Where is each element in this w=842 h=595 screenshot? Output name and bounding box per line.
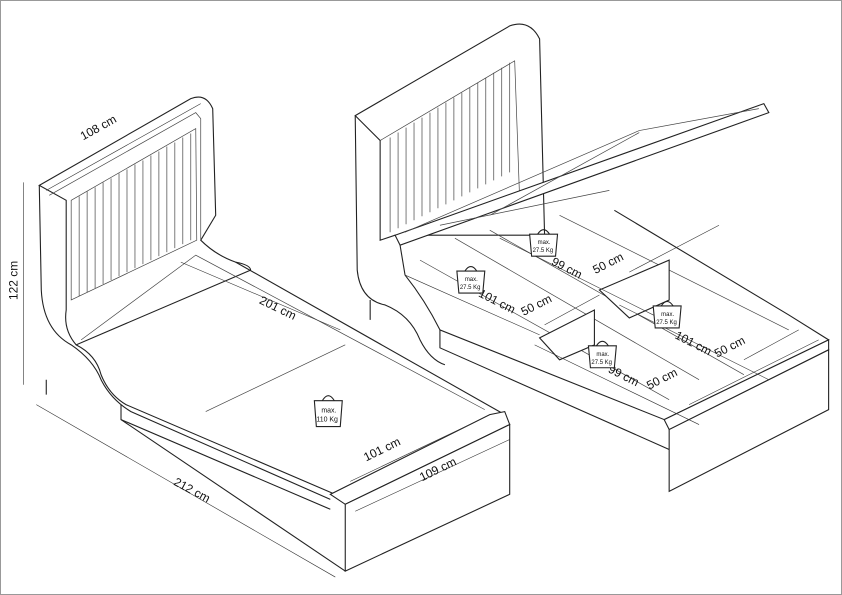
svg-text:max.: max. (661, 312, 674, 318)
svg-text:27.5 Kg: 27.5 Kg (656, 320, 677, 326)
weight-bag-icon: max. 27.5 Kg (587, 340, 617, 369)
svg-text:110 Kg: 110 Kg (316, 417, 338, 424)
svg-text:27.5 Kg: 27.5 Kg (460, 285, 481, 291)
dim-total-length: 212 cm (171, 475, 212, 506)
right-headboard (354, 23, 546, 241)
dim-compartment-1-length: 99 cm (549, 254, 584, 281)
dim-compartment-3-length: 101 cm (673, 328, 714, 358)
svg-text:max.: max. (321, 408, 336, 415)
weight-bag-icon: max. 27.5 Kg (529, 229, 559, 257)
right-headboard-slats (389, 62, 511, 233)
left-headboard-slats (78, 133, 192, 297)
weight-bag-icon: max. 27.5 Kg (652, 300, 682, 329)
dim-compartment-4-width: 50 cm (644, 365, 679, 392)
storage-lid (394, 102, 770, 246)
svg-text:27.5 Kg: 27.5 Kg (533, 248, 554, 254)
dim-compartment-2-width: 50 cm (519, 291, 554, 318)
svg-text:max.: max. (465, 277, 478, 283)
svg-text:max.: max. (596, 352, 609, 358)
dim-compartment-1-width: 50 cm (590, 249, 625, 276)
weight-bag-icon: max. 27.5 Kg (456, 266, 486, 294)
dim-height: 122 cm (6, 261, 20, 300)
right-bed: 99 cm 50 cm 101 cm 50 cm 101 cm 50 cm 99… (354, 23, 830, 493)
svg-text:27.5 Kg: 27.5 Kg (591, 360, 612, 366)
weight-bag-icon: max. 110 Kg (313, 395, 343, 428)
dim-compartment-3-width: 50 cm (712, 333, 747, 360)
dim-inner-length: 201 cm (257, 293, 298, 323)
svg-text:max.: max. (538, 240, 551, 246)
dim-headboard-width: 108 cm (78, 112, 119, 143)
